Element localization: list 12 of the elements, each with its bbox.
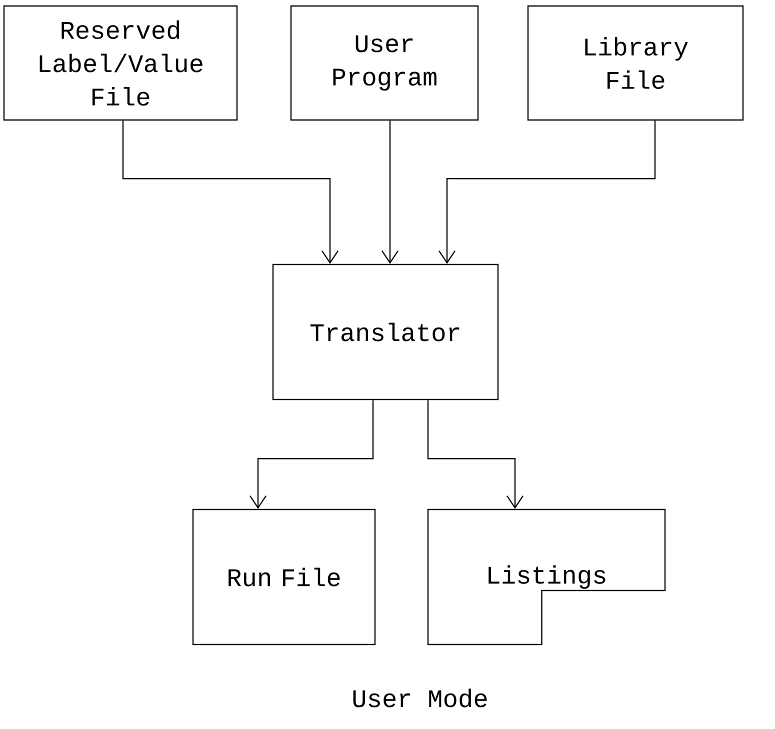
arrow — [427, 400, 524, 509]
arrow — [382, 120, 398, 264]
arrow — [438, 120, 656, 264]
arrow — [122, 120, 338, 264]
document-box: Listings — [427, 508, 666, 646]
process-box: Reserved Label/Value File — [3, 5, 238, 121]
process-box: Library File — [527, 5, 744, 121]
process-box: User Program — [290, 5, 479, 121]
process-box: Run File — [192, 508, 376, 646]
caption: User Mode — [353, 688, 487, 708]
process-box: Translator — [272, 264, 499, 400]
arrow — [250, 400, 374, 509]
